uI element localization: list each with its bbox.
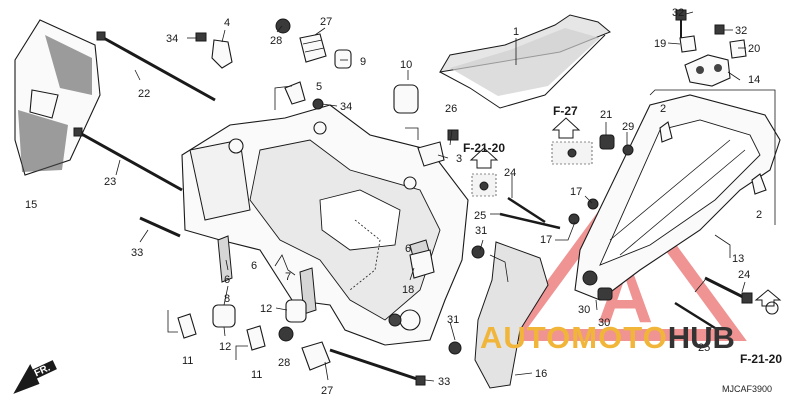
callout-30-b: 30 xyxy=(598,317,610,329)
callout-6-c: 6 xyxy=(405,243,411,255)
callout-30-a: 30 xyxy=(578,304,590,316)
callout-28-b: 28 xyxy=(278,357,290,369)
callout-16: 16 xyxy=(535,368,547,380)
callout-29: 29 xyxy=(622,121,634,133)
callout-5: 5 xyxy=(316,81,322,93)
callout-21: 21 xyxy=(600,109,612,121)
callout-19: 19 xyxy=(654,38,666,50)
callout-14: 14 xyxy=(748,74,760,86)
callout-31-b: 31 xyxy=(447,314,459,326)
long-bolt-23 xyxy=(73,127,183,192)
callout-2-b: 2 xyxy=(756,209,762,221)
callout-2-a: 2 xyxy=(660,103,666,115)
callout-12-a: 12 xyxy=(219,341,231,353)
callout-34-a: 34 xyxy=(166,33,178,45)
ref-label-f27: F-27 xyxy=(553,104,578,118)
front-direction-arrow: FR. xyxy=(13,360,57,394)
callout-6-b: 6 xyxy=(251,260,257,272)
left-side-cover xyxy=(14,19,101,176)
long-bolt-22 xyxy=(96,31,216,102)
ref-label-f2120-left: F-21-20 xyxy=(463,141,505,155)
callout-24-b: 24 xyxy=(738,269,750,281)
f27-reference-parts xyxy=(469,117,782,307)
callout-32-b: 32 xyxy=(735,25,747,37)
callout-17-b: 17 xyxy=(540,234,552,246)
callout-26: 26 xyxy=(445,103,457,115)
ref-label-f2120-right: F-21-20 xyxy=(740,352,782,366)
callout-17-a: 17 xyxy=(570,186,582,198)
watermark-logo: AUTOMOTOHUB xyxy=(480,320,735,355)
callout-33-a: 33 xyxy=(131,247,143,259)
callout-7: 7 xyxy=(285,271,291,283)
callout-31-a: 31 xyxy=(475,225,487,237)
heat-shield-1 xyxy=(439,14,611,109)
main-frame xyxy=(181,104,469,346)
callout-11-a: 11 xyxy=(182,355,193,367)
callout-27-a: 27 xyxy=(320,16,332,28)
sub-frame xyxy=(574,89,781,301)
callout-20: 20 xyxy=(748,43,760,55)
callout-8: 8 xyxy=(224,293,230,305)
callout-13: 13 xyxy=(732,253,744,265)
diagram-code: MJCAF3900 xyxy=(722,384,772,394)
callout-15: 15 xyxy=(25,199,37,211)
inner-fender-16 xyxy=(474,241,549,389)
callout-18: 18 xyxy=(402,284,414,296)
callout-22: 22 xyxy=(138,88,150,100)
callout-6-a: 6 xyxy=(224,274,230,286)
callout-27-b: 27 xyxy=(321,385,333,397)
callout-4: 4 xyxy=(224,17,230,29)
callout-10: 10 xyxy=(400,59,412,71)
callout-25-b: 25 xyxy=(698,342,710,354)
callout-numbers: 1 2 2 3 4 5 6 6 6 7 8 9 10 11 11 12 12 1… xyxy=(25,7,762,397)
callout-11-b: 11 xyxy=(251,369,262,381)
leader-lines xyxy=(115,11,746,382)
callout-12-b: 12 xyxy=(260,303,272,315)
callout-3: 3 xyxy=(456,153,462,165)
bracket-14 xyxy=(684,54,731,87)
callout-34-b: 34 xyxy=(340,101,352,113)
callout-25-a: 25 xyxy=(474,210,486,222)
callout-28-a: 28 xyxy=(270,35,282,47)
callout-9: 9 xyxy=(360,56,366,68)
watermark-text: AUTOMOTOHUB xyxy=(480,320,735,355)
callout-1: 1 xyxy=(513,26,519,38)
callout-32-a: 32 xyxy=(672,7,684,19)
callout-23: 23 xyxy=(104,176,116,188)
callout-24-a: 24 xyxy=(504,167,516,179)
callout-33-b: 33 xyxy=(438,376,450,388)
